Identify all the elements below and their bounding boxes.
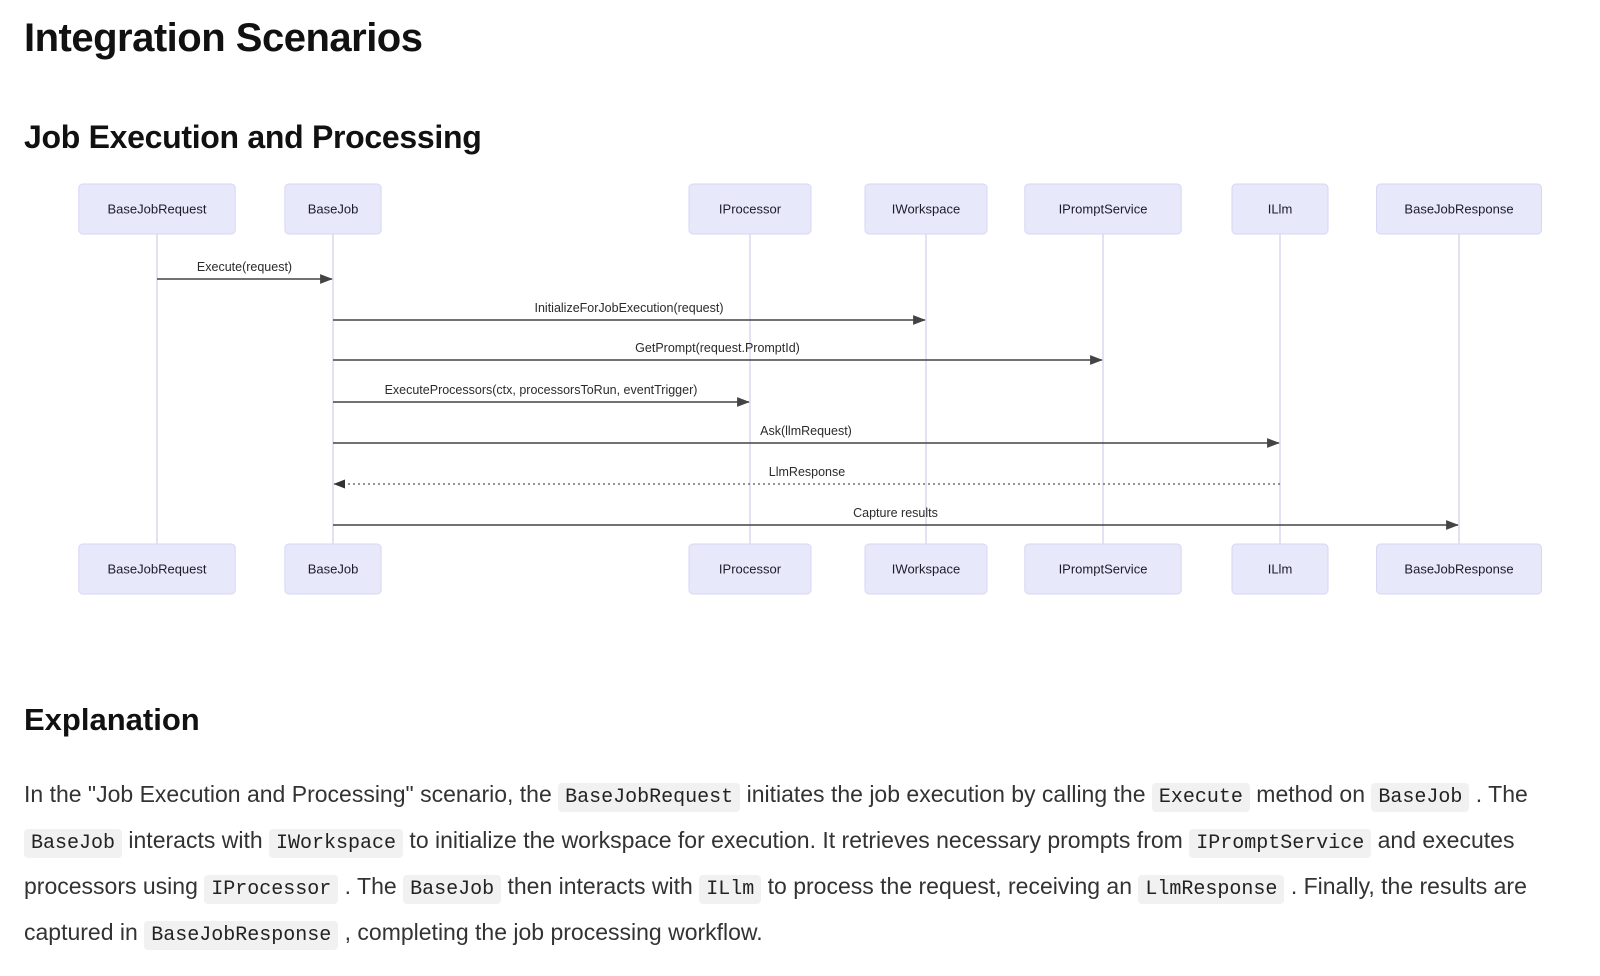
explanation-text-run: In the "Job Execution and Processing" sc… — [24, 781, 559, 807]
lifelines-group — [156, 234, 1460, 544]
document-page: Integration Scenarios Job Execution and … — [0, 16, 1600, 976]
message-label: Capture results — [853, 506, 938, 520]
message-1: InitializeForJobExecution(request) — [333, 301, 926, 325]
participant-label: IProcessor — [719, 561, 782, 576]
message-5: LlmResponse — [333, 465, 1280, 489]
explanation-paragraph: In the "Job Execution and Processing" sc… — [24, 773, 1576, 957]
participant-bottom-iworkspace[interactable]: IWorkspace — [864, 543, 988, 595]
participant-label: IPromptService — [1059, 201, 1148, 216]
participant-box — [1024, 183, 1182, 235]
explanation-text-run: initiates the job execution by calling t… — [740, 781, 1152, 807]
inline-code-token: BaseJob — [24, 829, 123, 858]
actors-bottom-group: BaseJobRequest BaseJob IProcessor IWorkspac… — [78, 543, 1542, 595]
inline-code-token: BaseJobRequest — [558, 783, 741, 812]
inline-code-token: IWorkspace — [269, 829, 404, 858]
participant-label: BaseJobResponse — [1404, 561, 1513, 576]
inline-code-token: BaseJob — [403, 875, 502, 904]
message-label: GetPrompt(request.PromptId) — [635, 341, 800, 355]
message-label: ExecuteProcessors(ctx, processorsToRun, … — [385, 383, 698, 397]
inline-code-token: ILlm — [699, 875, 762, 904]
participant-bottom-iprocessor[interactable]: IProcessor — [688, 543, 812, 595]
message-2: GetPrompt(request.PromptId) — [333, 341, 1103, 365]
explanation-text-run: then interacts with — [501, 873, 700, 899]
explanation-text-run: . The — [1469, 781, 1528, 807]
sequence-diagram: Execute(request) InitializeForJobExecutio… — [24, 174, 1576, 614]
participant-label: BaseJob — [308, 561, 359, 576]
explanation-text-run: method on — [1249, 781, 1372, 807]
participant-bottom-basejobresponse[interactable]: BaseJobResponse — [1376, 543, 1542, 595]
explanation-text-run: and executes processors using — [24, 827, 1515, 899]
message-label: LlmResponse — [769, 465, 845, 479]
section-title: Job Execution and Processing — [24, 119, 482, 155]
explanation-text-run: to initialize the workspace for executio… — [403, 827, 1190, 853]
inline-code-token: LlmResponse — [1138, 875, 1285, 904]
explanation-text-run: to process the request, receiving an — [761, 873, 1139, 899]
participant-box — [688, 183, 812, 235]
participant-box — [284, 543, 382, 595]
participant-bottom-ipromptservice[interactable]: IPromptService — [1024, 543, 1182, 595]
explanation-section: Explanation In the "Job Execution and Pr… — [24, 702, 1576, 957]
explanation-text-run: interacts with — [122, 827, 270, 853]
messages-group: Execute(request) InitializeForJobExecutio… — [157, 260, 1459, 530]
participant-bottom-basejobrequest[interactable]: BaseJobRequest — [78, 543, 236, 595]
participant-label: BaseJobRequest — [107, 201, 206, 216]
message-label: Execute(request) — [197, 260, 292, 274]
explanation-text-run: . Finally, the results are captured in — [24, 873, 1527, 945]
participant-label: IPromptService — [1059, 561, 1148, 576]
participant-top-iprocessor[interactable]: IProcessor — [688, 183, 812, 235]
participant-label: BaseJob — [308, 201, 359, 216]
page-title: Integration Scenarios — [24, 16, 423, 60]
participant-label: IWorkspace — [892, 561, 960, 576]
message-4: Ask(llmRequest) — [333, 424, 1280, 448]
participant-top-basejob[interactable]: BaseJob — [284, 183, 382, 235]
participant-top-ipromptservice[interactable]: IPromptService — [1024, 183, 1182, 235]
participant-box — [284, 183, 382, 235]
actors-top-group: BaseJobRequest BaseJob IProcessor IWorkspac… — [78, 183, 1542, 235]
message-3: ExecuteProcessors(ctx, processorsToRun, … — [333, 383, 750, 407]
participant-top-iworkspace[interactable]: IWorkspace — [864, 183, 988, 235]
inline-code-token: BaseJobResponse — [144, 921, 339, 950]
participant-top-basejobrequest[interactable]: BaseJobRequest — [78, 183, 236, 235]
participant-label: IWorkspace — [892, 201, 960, 216]
participant-bottom-basejob[interactable]: BaseJob — [284, 543, 382, 595]
explanation-text-run: , completing the job processing workflow… — [338, 919, 763, 945]
participant-label: ILlm — [1268, 201, 1293, 216]
message-label: InitializeForJobExecution(request) — [535, 301, 724, 315]
message-6: Capture results — [333, 506, 1459, 530]
participant-box — [1231, 183, 1329, 235]
message-0: Execute(request) — [157, 260, 333, 284]
participant-box — [78, 183, 236, 235]
sequence-diagram-canvas: Execute(request) InitializeForJobExecutio… — [78, 183, 1542, 595]
participant-top-illm[interactable]: ILlm — [1231, 183, 1329, 235]
inline-code-token: BaseJob — [1371, 783, 1470, 812]
participant-label: BaseJobRequest — [107, 561, 206, 576]
explanation-title: Explanation — [24, 702, 200, 737]
participant-box — [864, 543, 988, 595]
participant-label: ILlm — [1268, 561, 1293, 576]
participant-box — [78, 543, 236, 595]
inline-code-token: Execute — [1151, 783, 1250, 812]
message-label: Ask(llmRequest) — [760, 424, 852, 438]
participant-box — [688, 543, 812, 595]
explanation-text-run: . The — [338, 873, 404, 899]
participant-box — [1376, 543, 1542, 595]
participant-box — [1376, 183, 1542, 235]
participant-label: IProcessor — [719, 201, 782, 216]
participant-box — [864, 183, 988, 235]
participant-box — [1024, 543, 1182, 595]
inline-code-token: IProcessor — [204, 875, 339, 904]
participant-bottom-illm[interactable]: ILlm — [1231, 543, 1329, 595]
inline-code-token: IPromptService — [1189, 829, 1372, 858]
participant-box — [1231, 543, 1329, 595]
participant-top-basejobresponse[interactable]: BaseJobResponse — [1376, 183, 1542, 235]
participant-label: BaseJobResponse — [1404, 201, 1513, 216]
